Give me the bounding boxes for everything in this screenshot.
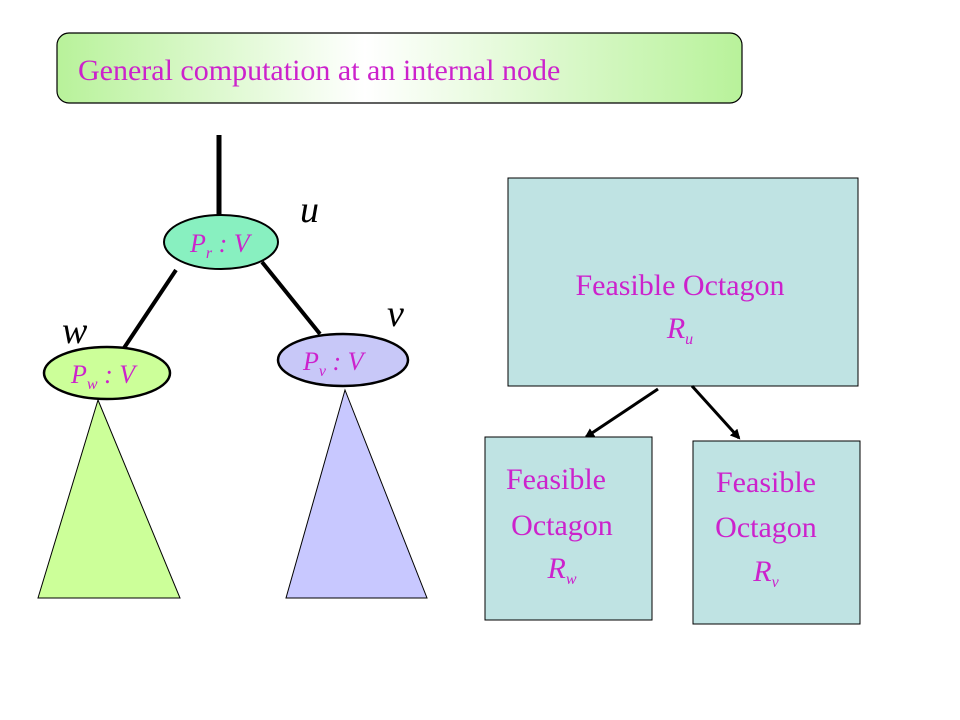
box-rv-line1: Feasible: [716, 466, 816, 499]
node-u-content: Pr : V: [189, 229, 253, 262]
box-rw-line1: Feasible: [506, 463, 606, 496]
node-v-label: v: [387, 293, 404, 335]
box-rw-var: Rw: [547, 552, 577, 588]
subtree-v-triangle: [285, 388, 428, 599]
title-text: General computation at an internal node: [78, 54, 560, 87]
box-ru-var: Ru: [666, 312, 693, 348]
node-v-content: Pv : V: [302, 347, 367, 380]
node-u: [163, 214, 279, 270]
box-rv-line2: Octagon: [715, 511, 817, 544]
box-rw-line2: Octagon: [511, 509, 613, 542]
box-rw: [484, 436, 653, 621]
box-ru: [507, 177, 859, 387]
edge-u-w: [122, 268, 178, 350]
node-w-content: Pw : V: [70, 360, 138, 393]
node-w: [42, 345, 172, 401]
box-ru-title: Feasible Octagon: [575, 269, 784, 302]
edge-u-v: [260, 260, 322, 336]
arrow-to-rw: [584, 387, 659, 439]
box-rv: [692, 440, 861, 625]
subtree-w-triangle: [37, 398, 181, 599]
arrow-to-rv: [690, 384, 741, 440]
node-v: [276, 332, 410, 388]
title-banner: [56, 32, 743, 104]
node-w-label: w: [62, 310, 88, 352]
node-u-label: u: [300, 189, 319, 231]
box-rv-var: Rv: [752, 555, 779, 591]
